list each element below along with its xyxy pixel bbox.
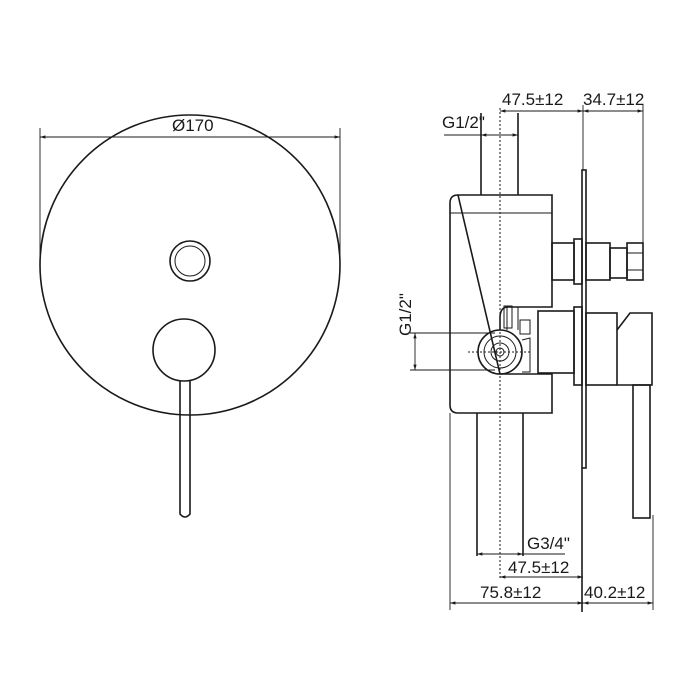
top-inlet-label: G1/2" (442, 113, 485, 132)
upper-stem (585, 242, 611, 281)
handle-hub (585, 312, 618, 386)
cover-plate (39, 114, 341, 416)
upper-fitting (551, 242, 575, 281)
valve-body (449, 194, 553, 414)
bottom-dim-3-label: 40.2±12 (584, 583, 645, 602)
lever-handle (179, 381, 191, 518)
upper-flange (573, 238, 583, 285)
diverter-knob-inner (174, 245, 206, 277)
upper-stem-neck (609, 247, 628, 279)
front-view: Ø170 (39, 114, 341, 518)
top-dim-1-label: 47.5±12 (502, 90, 563, 109)
bottom-dim-2-label: 75.8±12 (480, 583, 541, 602)
diverter-knob (169, 240, 211, 282)
bottom-outlet-label: G3/4" (527, 534, 570, 553)
diameter-label: Ø170 (172, 116, 214, 135)
handle-head (616, 312, 653, 386)
lever-handle-side (632, 384, 651, 519)
lower-flange (573, 306, 583, 386)
top-dim-2-label: 34.7±12 (583, 90, 644, 109)
upper-nut (626, 242, 644, 281)
side-inlet-label: G1/2" (396, 293, 415, 336)
bottom-dim-1-label: 47.5±12 (508, 558, 569, 577)
lever-hub (152, 318, 216, 382)
side-view: 47.5±12 34.7±12 G1/2" G1/2" G3/4" 47.5±1… (396, 90, 654, 612)
cartridge (537, 310, 575, 374)
